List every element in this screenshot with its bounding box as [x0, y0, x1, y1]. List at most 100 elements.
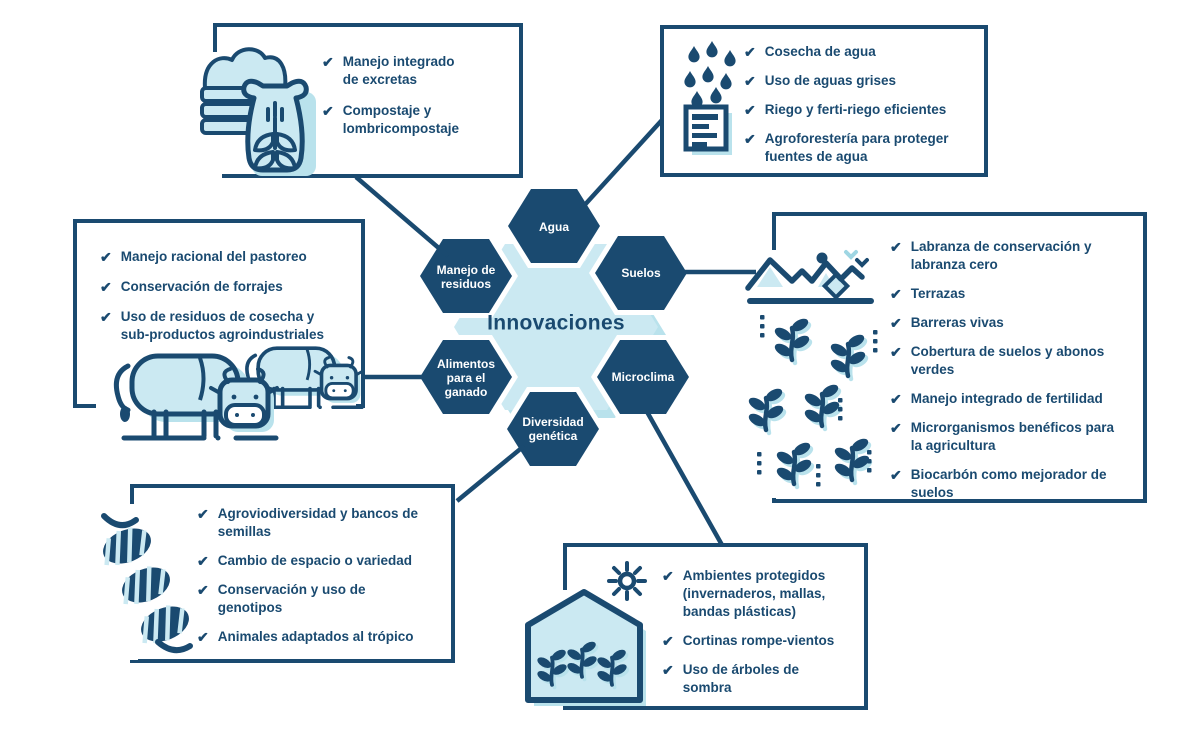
checklist-item-text: Terrazas [910, 286, 966, 301]
check-icon: ✔ [890, 344, 902, 360]
hexagon-microclima [597, 340, 689, 414]
check-icon: ✔ [100, 279, 112, 295]
checklist-item: ✔ Manejo racional del pastoreo [100, 248, 324, 266]
check-icon: ✔ [890, 467, 902, 483]
hexagon-label-agua: Agua [539, 219, 569, 234]
checklist-item: ✔ Terrazas [890, 285, 1114, 303]
checklist-item-text: Cambio de espacio o variedad [217, 553, 413, 568]
check-icon: ✔ [662, 633, 674, 649]
checklist-item: ✔ Riego y ferti-riego eficientes [744, 101, 949, 119]
checklist-item-text: Microrganismos benéficos para la agricul… [910, 420, 1115, 453]
check-icon: ✔ [100, 309, 112, 325]
checklist-item: ✔ Uso de árboles de sombra [662, 661, 834, 697]
checklist-item: ✔ Cambio de espacio o variedad [197, 552, 418, 570]
checklist-item: ✔ Labranza de conservación y labranza cer… [890, 238, 1114, 274]
checklist-item-text: Agroforestería para proteger fuentes de … [764, 131, 949, 164]
checklist-item-text: Conservación de forrajes [120, 279, 283, 294]
check-icon: ✔ [662, 662, 674, 678]
checklist-item: ✔ Cortinas rompe-vientos [662, 632, 834, 650]
check-icon: ✔ [744, 102, 756, 118]
check-icon: ✔ [744, 131, 756, 147]
center-hexagon-label: Innovaciones [487, 311, 625, 335]
checklist-item-text: Agroviodiversidad y bancos de semillas [217, 506, 419, 539]
checklist-item-text: Manejo racional del pastoreo [120, 249, 307, 264]
checklist-item-text: Riego y ferti-riego eficientes [764, 102, 947, 117]
checklist-item: ✔ Biocarbón como mejorador de suelos [890, 466, 1114, 502]
checklist-item-text: Cortinas rompe-vientos [682, 633, 835, 648]
checklist-waste: ✔ Manejo integrado de excretas ✔ Compostaj… [322, 53, 459, 138]
check-icon: ✔ [890, 239, 902, 255]
checklist-item-text: Biocarbón como mejorador de suelos [910, 467, 1107, 500]
checklist-item-text: Cosecha de agua [764, 44, 876, 59]
checklist-livestock: ✔ Manejo racional del pastoreo ✔ Conservac… [100, 248, 324, 344]
check-icon: ✔ [890, 420, 902, 436]
check-icon: ✔ [890, 391, 902, 407]
check-icon: ✔ [744, 44, 756, 60]
hexagon-diversidad-genetica [507, 392, 599, 466]
checklist-item: ✔ Manejo integrado de excretas [322, 53, 459, 89]
checklist-item: ✔ Microrganismos benéficos para la agricu… [890, 419, 1114, 455]
checklist-item-text: Manejo integrado de fertilidad [910, 391, 1103, 406]
box-suelos: ✔ Labranza de conservación y labranza cer… [772, 212, 1147, 503]
checklist-item: ✔ Compostaje y lombricompostaje [322, 102, 459, 138]
box-diversidad-genetica: ✔Agroviodiversidad y bancos de semillas … [130, 484, 455, 663]
box-alimentos-ganado: ✔ Manejo racional del pastoreo ✔ Conservac… [73, 219, 365, 408]
checklist-item: ✔ Animales adaptados al trópico [197, 628, 418, 646]
hexagon-alimentos-ganado [420, 340, 512, 414]
checklist-soils: ✔ Labranza de conservación y labranza cer… [890, 238, 1114, 502]
center-hexagon [454, 244, 658, 410]
check-icon: ✔ [197, 506, 209, 522]
checklist-item: ✔ Agroviodiversidad y bancos de semillas [197, 505, 418, 541]
checklist-genetics: ✔Agroviodiversidad y bancos de semillas … [197, 505, 418, 646]
check-icon: ✔ [322, 103, 334, 119]
checklist-item-text: Uso de residuos de cosecha y sub-product… [120, 309, 325, 342]
hexagon-label-microclima: Microclima [611, 369, 675, 384]
checklist-item: ✔ Agroforestería para proteger fuentes de… [744, 130, 949, 166]
checklist-item-text: Uso de aguas grises [764, 73, 897, 88]
checklist-item-text: Manejo integrado de excretas [342, 54, 455, 87]
connector-lines [354, 118, 756, 547]
checklist-item: ✔ Cobertura de suelos y abonos verdes [890, 343, 1114, 379]
connector-microclimate [644, 408, 724, 547]
checklist-item: ✔ Ambientes protegidos (invernaderos, mal… [662, 567, 834, 621]
checklist-item-text: Uso de árboles de sombra [682, 662, 800, 695]
checklist-item-text: Conservación y uso de genotipos [217, 582, 366, 615]
box-manejo-residuos: ✔ Manejo integrado de excretas ✔ Compostaj… [213, 23, 523, 178]
check-icon: ✔ [197, 629, 209, 645]
checklist-microclimate: ✔ Ambientes protegidos (invernaderos, mal… [662, 567, 834, 697]
checklist-item: ✔ Uso de aguas grises [744, 72, 949, 90]
check-icon: ✔ [744, 73, 756, 89]
checklist-item-text: Cobertura de suelos y abonos verdes [910, 344, 1105, 377]
checklist-item: ✔ Uso de residuos de cosecha y sub-produc… [100, 308, 324, 344]
checklist-item: ✔ Manejo integrado de fertilidad [890, 390, 1114, 408]
checklist-item-text: Ambientes protegidos (invernaderos, mall… [682, 568, 826, 619]
hexagon-label-alimentos-ganado: Alimentos para el ganado [436, 356, 496, 400]
check-icon: ✔ [890, 315, 902, 331]
hexagon-cluster [414, 184, 695, 471]
hexagon-label-diversidad-genetica: Diversidad genética [522, 414, 584, 443]
hexagon-label-suelos: Suelos [621, 265, 661, 280]
box-agua: ✔ Cosecha de agua ✔ Uso de aguas grises ✔ R… [660, 25, 988, 177]
connector-genetics [455, 444, 526, 503]
center-hexagon-shadow [462, 252, 666, 418]
check-icon: ✔ [890, 286, 902, 302]
checklist-item: ✔Conservación y uso de genotipos [197, 581, 418, 617]
connector-water [579, 118, 664, 211]
connector-waste [354, 175, 450, 258]
hexagon-manejo-residuos [420, 239, 512, 313]
checklist-item-text: Barreras vivas [910, 315, 1004, 330]
box-microclima: ✔ Ambientes protegidos (invernaderos, mal… [563, 543, 868, 710]
checklist-item-text: Compostaje y lombricompostaje [342, 103, 460, 136]
checklist-water: ✔ Cosecha de agua ✔ Uso de aguas grises ✔ R… [744, 43, 949, 166]
checklist-item: ✔ Barreras vivas [890, 314, 1114, 332]
checklist-item: ✔ Conservación de forrajes [100, 278, 324, 296]
checklist-item-text: Animales adaptados al trópico [217, 629, 414, 644]
hexagon-label-manejo-residuos: Manejo de residuos [436, 262, 496, 291]
check-icon: ✔ [662, 568, 674, 584]
hexagon-agua [508, 189, 600, 263]
check-icon: ✔ [197, 553, 209, 569]
checklist-item-text: Labranza de conservación y labranza cero [910, 239, 1092, 272]
check-icon: ✔ [100, 249, 112, 265]
check-icon: ✔ [322, 54, 334, 70]
